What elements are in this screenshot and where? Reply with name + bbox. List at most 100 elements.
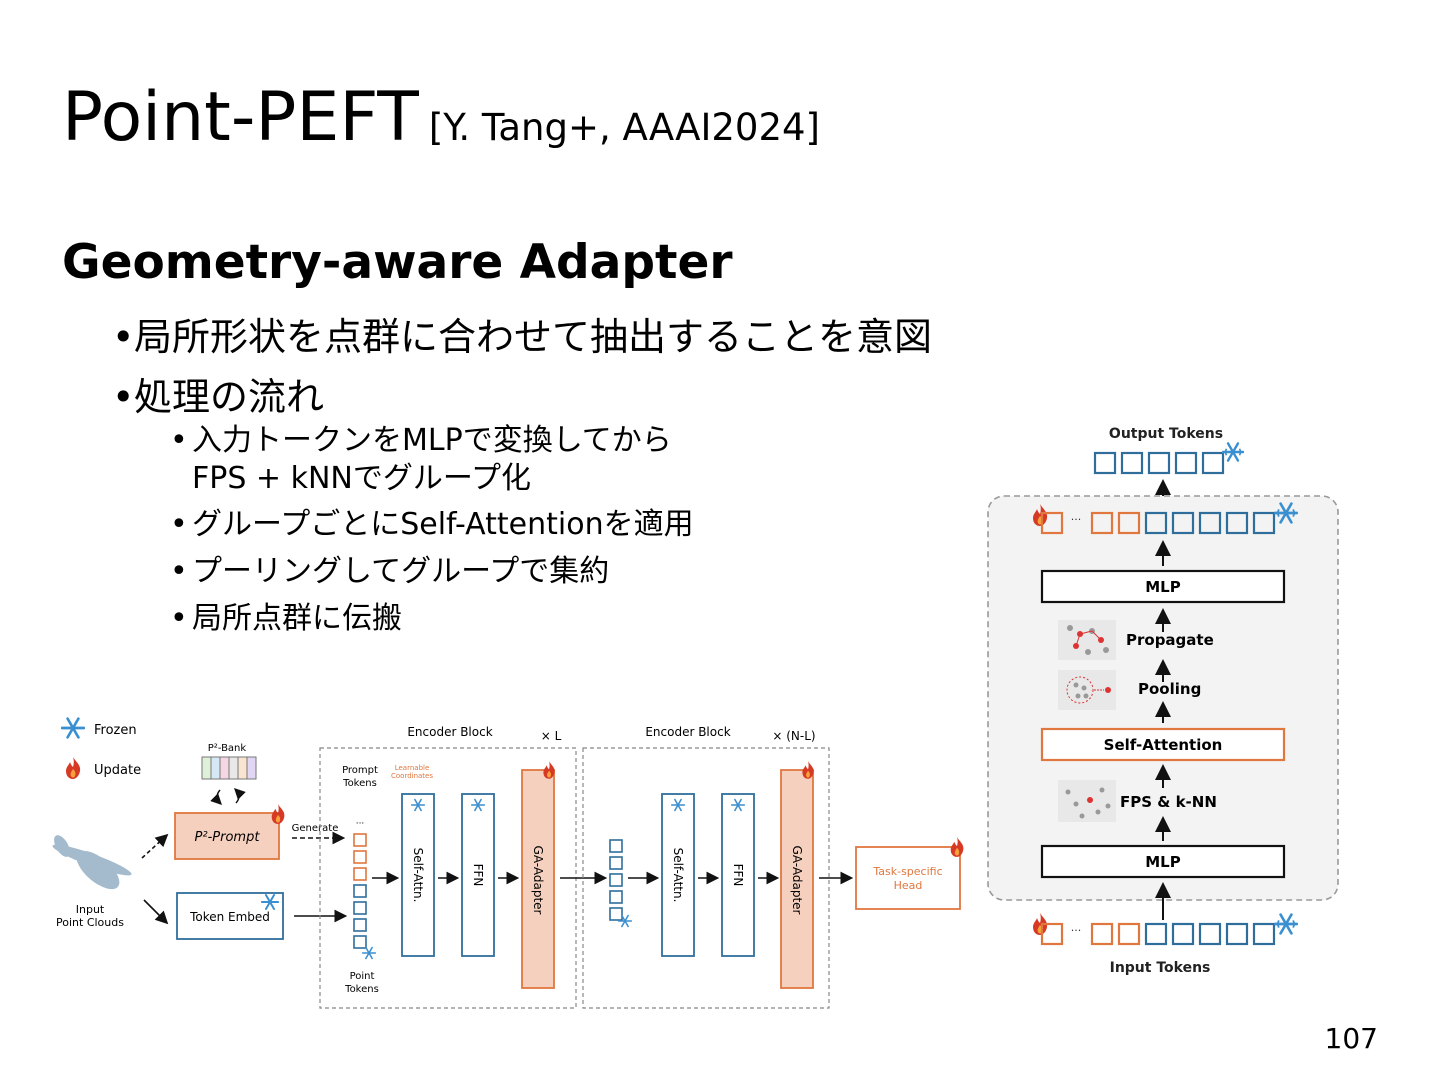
task-head-label-2: Head: [894, 879, 923, 892]
mlp-bottom-block: [1040, 844, 1286, 879]
ffn-label-2: FFN: [731, 864, 745, 887]
update-icon: [271, 804, 285, 824]
point-peft-pipeline-diagram: Frozen Update P²-Bank P²-Prompt Input Po…: [52, 717, 964, 1009]
legend-frozen-label: Frozen: [94, 723, 137, 738]
token-orange: [1040, 922, 1064, 946]
bullet-text: 局所形状を点群に合わせて抽出することを意図: [134, 315, 933, 359]
token-orange: [1040, 511, 1064, 535]
generate-label: Generate: [292, 823, 339, 834]
token-column-ellipsis: ···: [356, 819, 365, 829]
prompt-tokens-label-2: Tokens: [342, 778, 377, 789]
update-icon: [543, 761, 555, 779]
p2-prompt-block: [174, 812, 280, 860]
sub-bullet-propagate: •局所点群に伝搬: [170, 600, 402, 638]
airplane-point-cloud: [52, 835, 132, 890]
learnable-label-2: Coordinates: [391, 772, 433, 780]
frozen-icon: [362, 946, 376, 960]
token-column-2: [609, 839, 623, 921]
arrow: [141, 833, 169, 859]
bullet-dot: •: [170, 423, 188, 458]
self-attn-block-2: [661, 793, 695, 957]
output-tokens-label: Output Tokens: [1109, 426, 1223, 442]
ffn-label-1: FFN: [471, 864, 485, 887]
ellipsis: ···: [1071, 924, 1082, 937]
fps-knn-label: FPS & k-NN: [1120, 793, 1217, 811]
sub-bullet-line: 入力トークンをMLPで変換してから: [192, 423, 672, 458]
self-attention-label: Self-Attention: [1104, 736, 1223, 754]
mlp-top-label: MLP: [1145, 578, 1180, 596]
bank-label: P²-Bank: [208, 743, 247, 754]
input-label-line1: Input: [76, 903, 105, 916]
task-head-label-1: Task-specific: [872, 865, 942, 878]
bullet-process: •処理の流れ: [112, 366, 324, 421]
bullet-dot: •: [170, 507, 188, 542]
token-embed-label: Token Embed: [189, 910, 270, 924]
propagate-label: Propagate: [1126, 631, 1214, 649]
self-attention-block: [1040, 727, 1286, 762]
sub-bullet-line: 局所点群に伝搬: [192, 601, 402, 636]
arrow: [143, 899, 169, 925]
mlp-top-block: [1040, 569, 1286, 604]
ffn-block-2: [721, 793, 755, 957]
legend-update-label: Update: [94, 763, 141, 778]
title-text: Point-PEFT: [62, 78, 419, 157]
encoder-block-2: [582, 747, 830, 1009]
encoder-block-1-title: Encoder Block: [407, 725, 492, 739]
update-legend-icon: [66, 757, 81, 779]
ga-adapter-block-2: [780, 769, 814, 989]
p2-bank: [201, 756, 257, 780]
frozen-icon: [1274, 913, 1298, 935]
ffn-block-1: [461, 793, 495, 957]
ellipsis: ···: [1071, 513, 1082, 526]
fps-knn-thumbnail: [1058, 780, 1116, 822]
sub-bullet-self-attention: •グループごとにSelf-Attentionを適用: [170, 506, 694, 544]
token-embed-block: [176, 892, 284, 940]
ga-adapter-label-2: GA-Adapter: [790, 846, 804, 915]
self-attn-block-1: [401, 793, 435, 957]
bullet-intent: •局所形状を点群に合わせて抽出することを意図: [112, 306, 932, 361]
bullet-dot: •: [112, 315, 135, 359]
token-row-bottom: [1090, 922, 1276, 946]
bullet-dot: •: [170, 554, 188, 589]
section-heading: Geometry-aware Adapter: [62, 235, 733, 290]
encoder-block-2-title: Encoder Block: [645, 725, 730, 739]
point-tokens-label-2: Tokens: [344, 984, 379, 995]
bullet-dot: •: [112, 375, 135, 419]
sub-bullet-pooling: •プーリングしてグループで集約: [170, 553, 609, 591]
input-tokens-label: Input Tokens: [1110, 960, 1211, 976]
bullet-text: 処理の流れ: [134, 375, 325, 419]
self-attn-label-2: Self-Attn.: [671, 848, 685, 903]
encoder-block-1-repeat: × L: [541, 729, 562, 743]
input-label-line2: Point Clouds: [56, 916, 124, 929]
frozen-legend-icon: [61, 717, 85, 739]
slide-title: Point-PEFT[Y. Tang+, AAAI2024]: [62, 78, 820, 157]
p2-prompt-label: P²-Prompt: [195, 830, 261, 845]
learnable-label-1: Learnable: [395, 764, 430, 772]
sub-bullet-line: FPS + kNNでグループ化: [192, 461, 532, 496]
ga-adapter-block-1: [521, 769, 555, 989]
propagate-thumbnail: [1058, 620, 1116, 660]
arrow: [210, 789, 222, 805]
ga-adapter-diagram: Output Tokens ··· MLP Propagate: [987, 426, 1339, 976]
sub-bullet-line: グループごとにSelf-Attentionを適用: [192, 507, 694, 542]
ga-adapter-label-1: GA-Adapter: [531, 846, 545, 915]
page-number: 107: [1324, 1022, 1378, 1055]
bullet-dot: •: [170, 601, 188, 636]
prompt-tokens-label-1: Prompt: [342, 765, 378, 776]
encoder-block-2-repeat: × (N-L): [772, 729, 815, 743]
arrow: [234, 788, 246, 804]
token-column-1: [353, 833, 367, 949]
point-tokens-label-1: Point: [350, 971, 375, 982]
update-icon: [802, 761, 814, 779]
frozen-icon: [1222, 442, 1244, 462]
mlp-bottom-label: MLP: [1145, 853, 1180, 871]
update-icon: [950, 837, 964, 857]
output-token-row: [1093, 451, 1225, 475]
task-head-block: [855, 846, 961, 910]
pooling-label: Pooling: [1138, 680, 1201, 698]
sub-bullet-line: プーリングしてグループで集約: [192, 554, 610, 589]
title-citation: [Y. Tang+, AAAI2024]: [428, 106, 820, 149]
token-row-top: [1090, 511, 1276, 535]
pooling-thumbnail: [1058, 670, 1116, 710]
